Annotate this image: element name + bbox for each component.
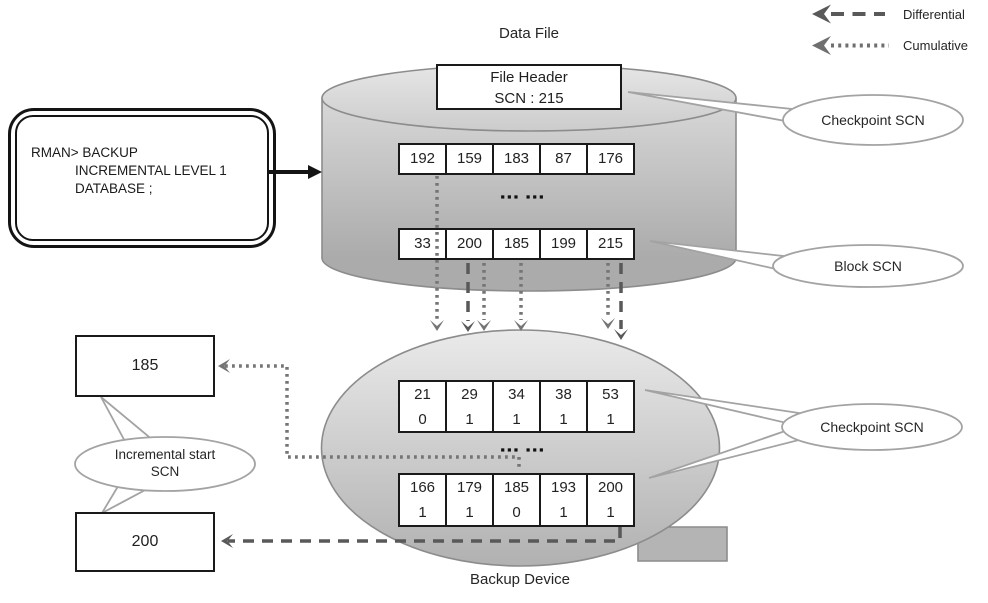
backup-block-scn: 193 [550,479,577,496]
backup-block-cell: 200 1 [586,473,635,527]
data-file-ellipsis: ▪▪▪ ▪▪▪ [500,189,546,204]
backup-block-scn: 21 [414,386,431,403]
data-file-title: Data File [498,25,560,42]
backup-block-level: 1 [465,411,474,428]
file-header-scn: SCN : 215 [494,90,564,107]
backup-block-level: 1 [559,411,568,428]
rman-line-3: DATABASE ; [75,181,153,196]
block-scn-label: Block SCN [834,258,902,274]
incremental-start-scn-label: Incremental start SCN [80,446,250,480]
backup-block-cell: 185 0 [492,473,541,527]
rman-command-text: RMAN> BACKUP INCREMENTAL LEVEL 1 DATABAS… [15,115,269,241]
checkpoint-scn-top-label: Checkpoint SCN [821,112,925,128]
backup-block-cell: 193 1 [539,473,588,527]
backup-block-cell: 21 0 [398,380,447,433]
block-scn-cell: 200 [445,228,494,260]
backup-block-level: 1 [559,504,568,521]
backup-block-scn: 200 [597,479,624,496]
backup-block-scn: 38 [555,386,572,403]
block-scn-callout-ellipse [772,244,964,288]
differential-start-scn-box: 200 [75,512,215,572]
checkpoint-top-callout-ellipse [782,94,964,146]
callouts [74,91,964,516]
block-scn-cell: 192 [398,143,447,175]
backup-block-level: 0 [418,411,427,428]
block-scn-cell: 176 [586,143,635,175]
backup-block-level: 1 [606,504,615,521]
backup-block-level: 1 [418,504,427,521]
backup-device-title: Backup Device [469,571,571,588]
backup-block-scn: 185 [503,479,530,496]
backup-block-scn: 53 [602,386,619,403]
rman-line-1: RMAN> BACKUP [31,145,138,160]
backup-block-cell: 166 1 [398,473,447,527]
backup-block-row-1: 21 0 29 1 34 1 38 1 53 1 [398,380,635,433]
checkpoint-scn-bottom-label: Checkpoint SCN [820,419,924,435]
backup-block-cell: 38 1 [539,380,588,433]
cumulative-start-scn-box: 185 [75,335,215,397]
file-header-label: File Header [490,69,568,86]
data-file-cylinder [321,64,737,292]
block-scn-cell: 199 [539,228,588,260]
data-file-block-row-2: 33 200 185 199 215 [398,228,635,260]
backup-ellipsis: ▪▪▪ ▪▪▪ [500,442,546,457]
block-scn-cell: 87 [539,143,588,175]
backup-block-level: 1 [512,411,521,428]
backup-block-level: 1 [606,411,615,428]
backup-block-scn: 179 [456,479,483,496]
block-scn-cell: 159 [445,143,494,175]
rman-command-box: RMAN> BACKUP INCREMENTAL LEVEL 1 DATABAS… [8,108,276,248]
incremental-start-line-1: Incremental start [114,447,216,462]
backup-block-scn: 166 [409,479,436,496]
file-header-box: File Header SCN : 215 [436,64,622,110]
backup-block-level: 0 [512,504,521,521]
backup-block-scn: 29 [461,386,478,403]
backup-device-foot [637,526,728,562]
incremental-start-line-2: SCN [150,464,180,479]
backup-block-cell: 53 1 [586,380,635,433]
backup-block-level: 1 [465,504,474,521]
legend-differential-label: Differential [903,7,965,22]
data-file-block-row-1: 192 159 183 87 176 [398,143,635,175]
rman-line-2: INCREMENTAL LEVEL 1 [75,163,227,178]
checkpoint-bottom-callout-ellipse [781,403,963,451]
backup-block-cell: 34 1 [492,380,541,433]
legend-cumulative-label: Cumulative [903,38,969,53]
backup-block-cell: 179 1 [445,473,494,527]
block-scn-cell: 33 [398,228,447,260]
block-scn-cell: 215 [586,228,635,260]
backup-block-cell: 29 1 [445,380,494,433]
block-scn-cell: 183 [492,143,541,175]
backup-block-scn: 34 [508,386,525,403]
block-scn-cell: 185 [492,228,541,260]
backup-block-row-2: 166 1 179 1 185 0 193 1 200 1 [398,473,635,527]
